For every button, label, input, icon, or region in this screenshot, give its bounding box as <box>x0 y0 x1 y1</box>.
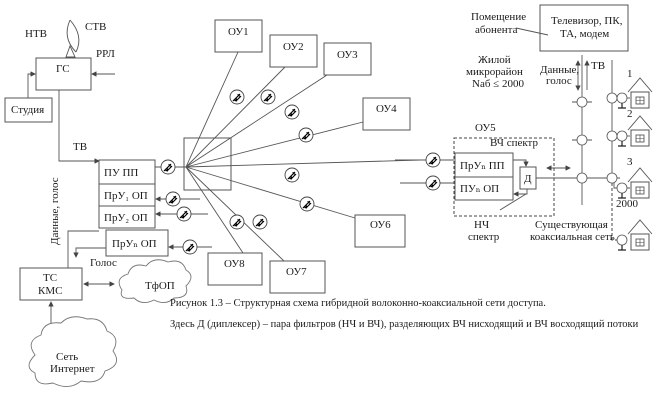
ou4-box <box>362 97 411 131</box>
data-voice-vertical-label: Данные, голос <box>49 177 61 245</box>
tap-icon <box>616 130 628 147</box>
optical-coupler-icon <box>260 89 276 105</box>
hf-spectrum-label: ВЧ спектр <box>490 137 538 149</box>
ou7-label: ОУ7 <box>286 266 307 278</box>
residential-line1-label: Жилой <box>478 54 511 66</box>
pu-pp-label: ПУ ПП <box>104 167 138 179</box>
tv-downlink-label: ТВ <box>73 141 87 153</box>
internet-line1-label: Сеть <box>56 351 78 363</box>
data-line2-label: голос <box>546 75 572 87</box>
house-1-label: 1 <box>627 68 633 80</box>
internet-cloud-icon <box>28 316 118 387</box>
existing-net-line1-label: Существующая <box>535 219 608 231</box>
gs-label: ГС <box>56 63 70 75</box>
figure-note: Здесь Д (диплексер) – пара фильтров (НЧ … <box>170 319 639 330</box>
pru-n-pp-box <box>454 152 514 178</box>
optical-coupler-icon <box>229 89 245 105</box>
studio-box <box>4 97 53 123</box>
optical-coupler-icon <box>176 206 192 222</box>
residential-line2-label: микрорайон <box>466 66 523 78</box>
optical-coupler-icon <box>425 152 441 168</box>
pru2-op-box <box>98 205 156 229</box>
optical-coupler-icon <box>425 175 441 191</box>
ou1-label: ОУ1 <box>228 26 249 38</box>
rrl-label: РРЛ <box>96 48 115 60</box>
tfop-label: ТфОП <box>145 280 175 292</box>
pstn-cloud-icon <box>118 259 192 303</box>
ou4-label: ОУ4 <box>376 103 397 115</box>
optical-coupler-icon <box>284 167 300 183</box>
pu-n-op-label: ПУₙ ОП <box>460 183 499 195</box>
stv-label: СТВ <box>85 21 106 33</box>
internet-line2-label: Интернет <box>50 363 95 375</box>
ou5-label: ОУ5 <box>475 122 496 134</box>
house-2-label: 2 <box>627 108 633 120</box>
ts-label: ТС <box>43 272 57 284</box>
optical-coupler-icon <box>284 104 300 120</box>
ou6-label: ОУ6 <box>370 219 391 231</box>
tap-icon <box>616 182 628 199</box>
ou3-label: ОУ3 <box>337 49 358 61</box>
ou6-box <box>354 214 406 248</box>
diplexer-label: Д <box>524 173 532 185</box>
house-icon <box>627 115 653 147</box>
tap-icon <box>616 92 628 109</box>
ou2-box <box>269 34 318 68</box>
optical-coupler-icon <box>252 214 268 230</box>
devices-line2-label: ТА, модем <box>560 28 609 40</box>
subscriber-devices-box <box>539 4 629 52</box>
svg-text:КМС: КМС <box>38 285 62 297</box>
optical-coupler-icon <box>160 159 176 175</box>
optical-coupler-icon <box>229 214 245 230</box>
house-icon <box>627 167 653 199</box>
data-line1-label: Данные, <box>540 64 579 76</box>
ou5-boundary <box>453 137 555 217</box>
ou7-box <box>269 260 326 294</box>
tv-uplink-label: ТВ <box>591 60 605 72</box>
pru-n-pp-label: ПрУₙ ПП <box>460 160 505 172</box>
ou8-label: ОУ8 <box>224 258 245 270</box>
ts-kms-box <box>19 267 83 301</box>
subscriber-room-line2-label: абонента <box>475 24 518 36</box>
house-3-label: 3 <box>627 156 633 168</box>
voice-label: Голос <box>90 257 117 269</box>
house-2000-label: 2000 <box>616 198 639 210</box>
house-icon <box>627 219 653 251</box>
residential-line3-label: Nаб ≤ 2000 <box>472 78 524 90</box>
ou3-box <box>323 42 372 76</box>
ou8-box <box>207 252 263 286</box>
optical-coupler-icon <box>165 191 181 207</box>
pu-n-op-box <box>454 176 514 201</box>
optical-coupler-icon <box>298 127 314 143</box>
lf-line1-label: НЧ <box>474 219 489 231</box>
figure-caption: Рисунок 1.3 – Структурная схема гибридно… <box>170 298 546 309</box>
studio-label: Студия <box>11 104 44 116</box>
optical-coupler-icon <box>299 196 315 212</box>
subscriber-room-line1-label: Помещение <box>471 11 526 23</box>
fiber-lines <box>185 51 421 263</box>
ou1-box <box>214 19 263 53</box>
prun-op-label: ПрУₙ ОП <box>112 238 157 250</box>
pru1-op-label: ПрУ₁ ОП <box>104 190 148 202</box>
prun-op-box <box>105 229 169 257</box>
devices-line1-label: Телевизор, ПК, <box>551 15 623 27</box>
optical-coupler-icon <box>182 239 198 255</box>
ntv-label: НТВ <box>25 28 47 40</box>
house-icon <box>627 77 653 109</box>
pru2-op-label: ПрУ₂ ОП <box>104 212 148 224</box>
ou2-label: ОУ2 <box>283 41 304 53</box>
tap-icon <box>616 234 628 251</box>
lf-line2-label: спектр <box>468 231 500 243</box>
optical-splitter-box <box>183 137 232 191</box>
dish-antenna-icon <box>65 19 80 58</box>
existing-net-line2-label: коаксиальная сеть <box>530 231 615 243</box>
head-end-station-box <box>35 57 92 91</box>
